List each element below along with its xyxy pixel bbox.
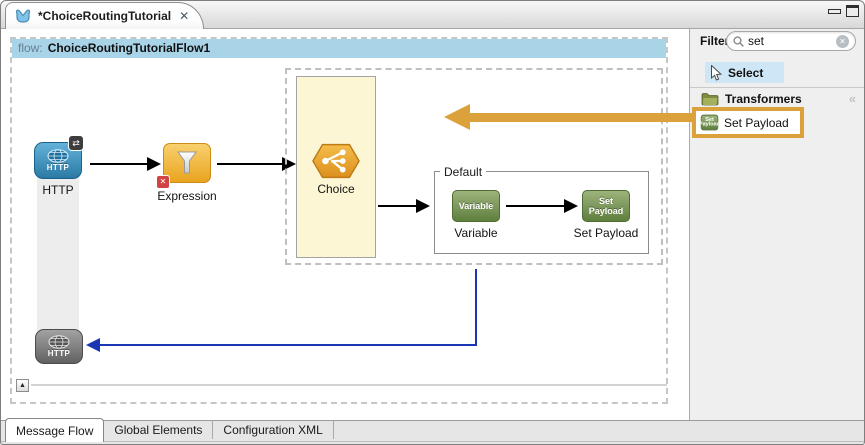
flow-collapse-button[interactable]: ▲ (16, 379, 29, 392)
palette-item-set-payload[interactable]: Set Payload Set Payload (692, 107, 804, 138)
search-icon (733, 35, 744, 47)
tab-configuration-xml[interactable]: Configuration XML (213, 421, 334, 439)
palette-search-box[interactable]: ✕ (726, 31, 856, 51)
arrow-head-icon (564, 199, 578, 213)
choice-label: Choice (317, 182, 355, 196)
canvas-palette-divider[interactable] (689, 29, 690, 421)
tab-global-elements[interactable]: Global Elements (104, 421, 214, 439)
variable-icon-text: Variable (458, 201, 494, 211)
clear-filter-icon[interactable]: ✕ (836, 34, 849, 48)
drag-arrow-shaft (470, 113, 692, 122)
funnel-icon (177, 151, 197, 174)
expression-filter-node[interactable] (163, 143, 211, 183)
arrow-line (378, 205, 416, 207)
default-route-label: Default (440, 165, 487, 179)
editor-tab-choiceroutingtutorial[interactable]: *ChoiceRoutingTutorial ✕ (5, 2, 205, 29)
category-transformers-label: Transformers (725, 91, 802, 106)
set-payload-icon-line1: Set (598, 196, 613, 206)
globe-icon (48, 335, 70, 349)
palette-item-set-payload-label: Set Payload (724, 115, 789, 130)
tab-message-flow[interactable]: Message Flow (5, 418, 105, 442)
tab-close-icon[interactable]: ✕ (179, 9, 190, 23)
expression-label: Expression (157, 189, 217, 203)
http-outbound-icon-text: HTTP (47, 349, 71, 358)
editor-bottom-tab-bar: Message Flow Global Elements Configurati… (0, 418, 865, 445)
folder-icon (701, 92, 719, 105)
palette-panel (690, 29, 864, 421)
flow-header-prefix: flow: (18, 41, 43, 55)
arrow-line (506, 205, 564, 207)
flow-header[interactable]: flow: ChoiceRoutingTutorialFlow1 (12, 39, 666, 58)
cursor-icon (711, 64, 722, 81)
arrow-line (217, 163, 282, 165)
minimize-view-button[interactable] (828, 9, 841, 14)
arrow-head-icon (147, 157, 161, 171)
palette-filter-input[interactable] (748, 34, 836, 48)
default-route-scope[interactable] (434, 171, 649, 254)
drag-arrow-head-icon (444, 104, 470, 130)
set-payload-icon-line2: Payload (588, 206, 624, 216)
palette-select-tool[interactable]: Select (705, 62, 784, 83)
connection-arrow-head-icon (86, 338, 100, 352)
http-inbound-icon-text: HTTP (46, 163, 70, 172)
http-inbound-label: HTTP (42, 183, 74, 197)
editor-tab-title: *ChoiceRoutingTutorial (38, 9, 172, 23)
http-outbound-endpoint[interactable]: HTTP (35, 329, 83, 364)
palette-separator (690, 87, 864, 88)
endpoint-lane (37, 150, 79, 360)
bottom-strip-hairline (0, 441, 865, 442)
choice-drop-area (285, 68, 663, 265)
arrow-line (90, 163, 147, 165)
set-payload-label: Set Payload (573, 226, 639, 240)
maximize-view-button[interactable] (846, 5, 859, 17)
flow-bottom-divider (31, 384, 667, 386)
select-tool-label: Select (728, 65, 764, 80)
arrow-head-icon (416, 199, 430, 213)
palette-category-transformers[interactable]: Transformers « (690, 88, 864, 109)
error-badge-icon: ✕ (157, 176, 169, 188)
variable-label: Variable (454, 226, 498, 240)
flow-name: ChoiceRoutingTutorialFlow1 (47, 41, 211, 55)
connection-line-horizontal (100, 344, 477, 346)
exchange-pattern-icon: ⇄ (69, 136, 83, 150)
set-payload-palette-icon: Set Payload (699, 114, 720, 131)
mule-logo-icon (15, 9, 31, 23)
flow-container[interactable] (10, 37, 668, 404)
palette-collapse-icon[interactable]: « (848, 91, 856, 106)
globe-icon (47, 149, 69, 163)
variable-transformer-node[interactable]: Variable (452, 190, 500, 222)
connection-line-vertical (475, 269, 477, 345)
choice-router-icon (312, 143, 360, 179)
set-payload-transformer-node[interactable]: Set Payload (582, 190, 630, 222)
palette-filter-label: Filter: (700, 34, 734, 48)
